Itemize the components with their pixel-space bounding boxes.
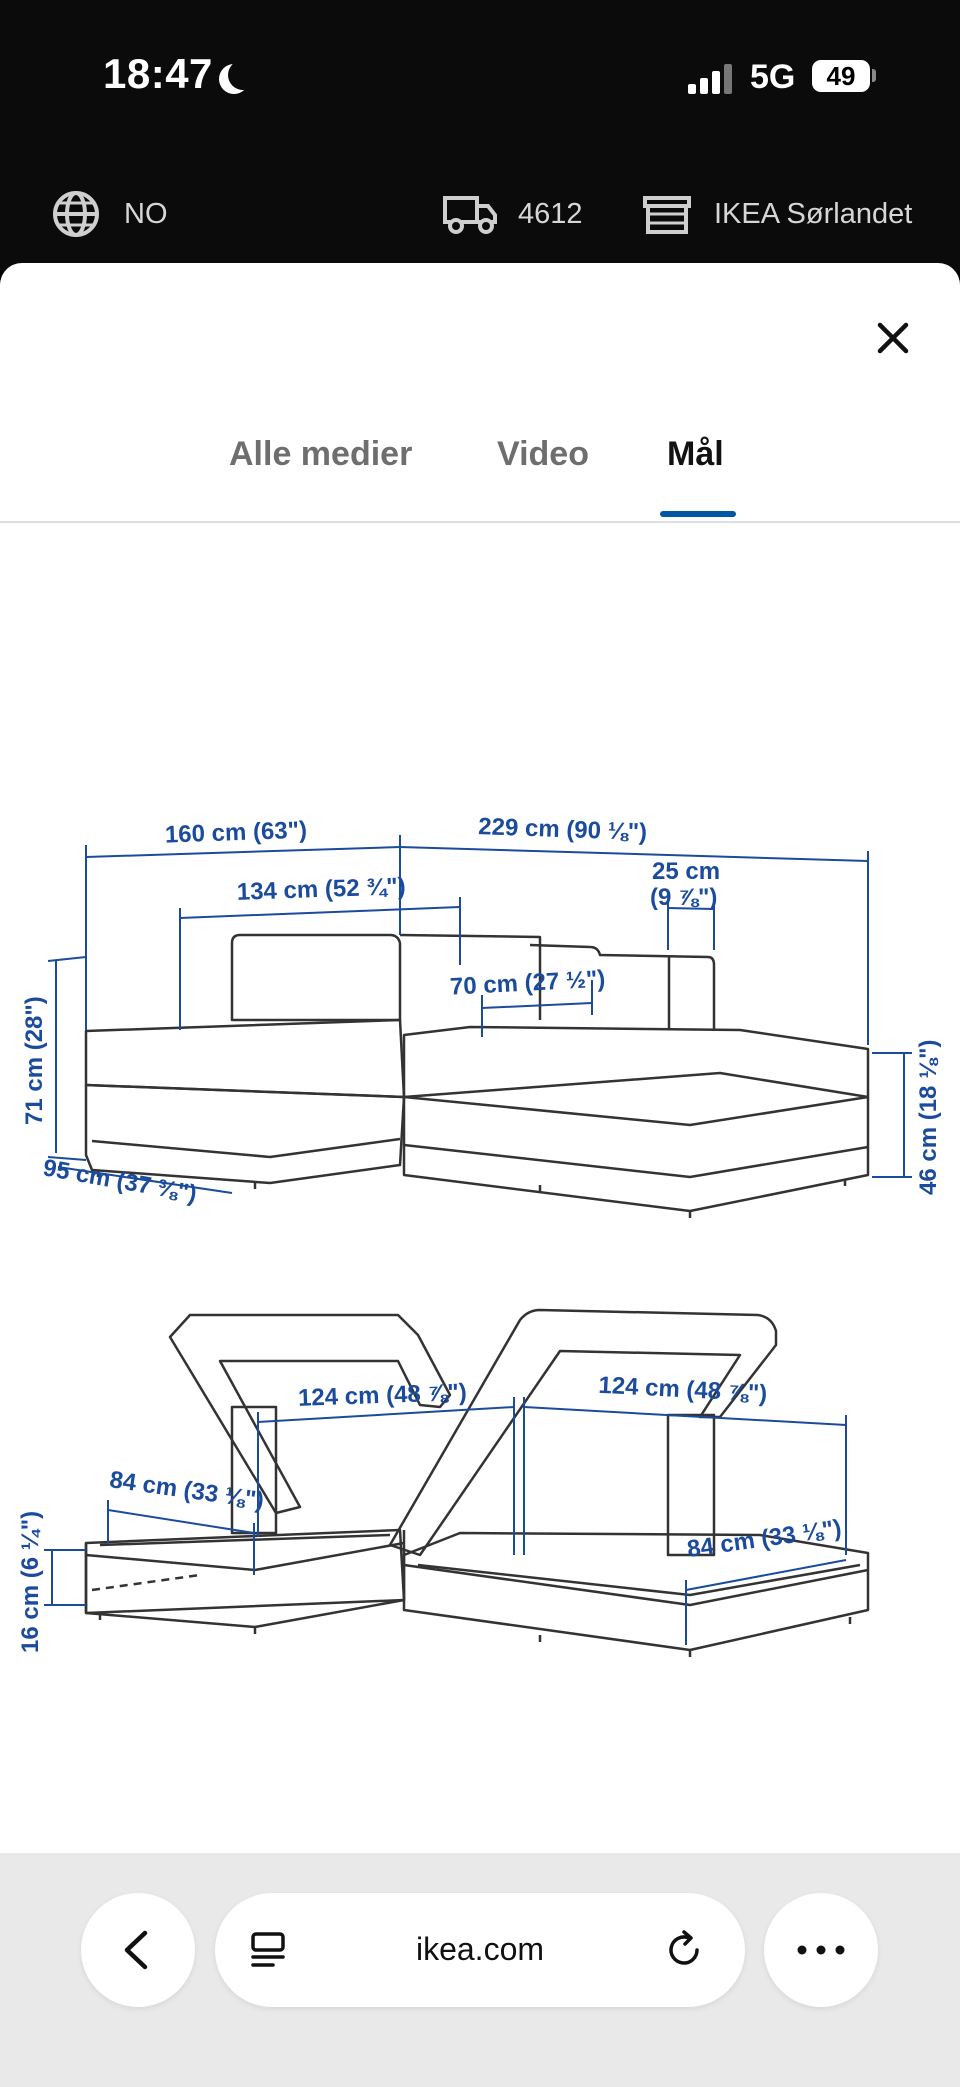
dim-armrest-width-2: (9 ⅞") (650, 884, 717, 911)
do-not-disturb-moon-icon (228, 60, 258, 90)
dim-width-left: 160 cm (63") (164, 817, 307, 849)
dim-seat-height: 46 cm (18 ⅛") (915, 1040, 942, 1195)
url-text: ikea.com (415, 1931, 545, 1967)
dim-width-right: 229 cm (90 ⅛") (478, 813, 648, 846)
media-tabs: Alle medier Video Mål (0, 403, 960, 523)
language-label: NO (124, 197, 168, 230)
address-bar[interactable]: ikea.com (215, 1893, 745, 2007)
dimension-lines (44, 835, 912, 1645)
dim-armrest-width-1: 25 cm (652, 858, 720, 885)
page-menu-icon (251, 1932, 285, 1967)
battery-nub (872, 69, 876, 82)
dim-total-height: 71 cm (28") (21, 996, 48, 1125)
dim-storage-height: 16 cm (6 ¼") (17, 1511, 44, 1653)
active-tab-indicator (660, 511, 736, 517)
dim-storage-width-left: 84 cm (33 ⅛") (108, 1466, 266, 1514)
tab-dimensions[interactable]: Mål (667, 435, 724, 473)
globe-icon (53, 191, 99, 237)
tab-all-media[interactable]: Alle medier (229, 435, 413, 473)
network-type: 5G (750, 58, 796, 96)
dimension-drawing: 160 cm (63") 229 cm (90 ⅛") 134 cm (52 ¾… (17, 813, 942, 1657)
store-selector[interactable]: IKEA Sørlandet (642, 186, 912, 242)
back-button[interactable] (81, 1893, 195, 2007)
dim-storage-length-left: 124 cm (48 ⅞") (298, 1379, 468, 1412)
chevron-left-icon (124, 1930, 148, 1970)
reload-icon[interactable] (663, 1928, 707, 1972)
store-label: IKEA Sørlandet (714, 197, 913, 230)
battery-icon: 49 (812, 60, 870, 92)
close-icon[interactable] (868, 313, 918, 363)
status-time: 18:47 (103, 50, 213, 97)
delivery-truck-icon (443, 196, 497, 234)
more-dots-icon (797, 1945, 845, 1955)
ikea-info-bar: NO 4612 IKEA Sørlandet (0, 160, 960, 270)
dim-seat-module-width: 70 cm (27 ½") (449, 966, 606, 1001)
dim-depth: 95 cm (37 ⅜") (41, 1154, 199, 1208)
media-viewer-sheet: Alle medier Video Mål (0, 263, 960, 1853)
store-icon (643, 196, 691, 234)
cellular-signal-icon (688, 64, 732, 94)
browser-toolbar: ikea.com (0, 1853, 960, 2087)
language-selector[interactable]: NO (50, 186, 168, 242)
delivery-postcode[interactable]: 4612 (442, 186, 583, 242)
more-options-button[interactable] (764, 1893, 878, 2007)
dim-storage-width-right: 84 cm (33 ⅛") (685, 1515, 843, 1563)
dim-storage-length-right: 124 cm (48 ⅞") (598, 1372, 768, 1408)
dim-back-cushion-width: 134 cm (52 ¾") (236, 873, 406, 906)
postcode-label: 4612 (518, 197, 583, 230)
tab-video[interactable]: Video (497, 435, 589, 473)
status-bar: 18:47 5G 49 (0, 0, 960, 160)
